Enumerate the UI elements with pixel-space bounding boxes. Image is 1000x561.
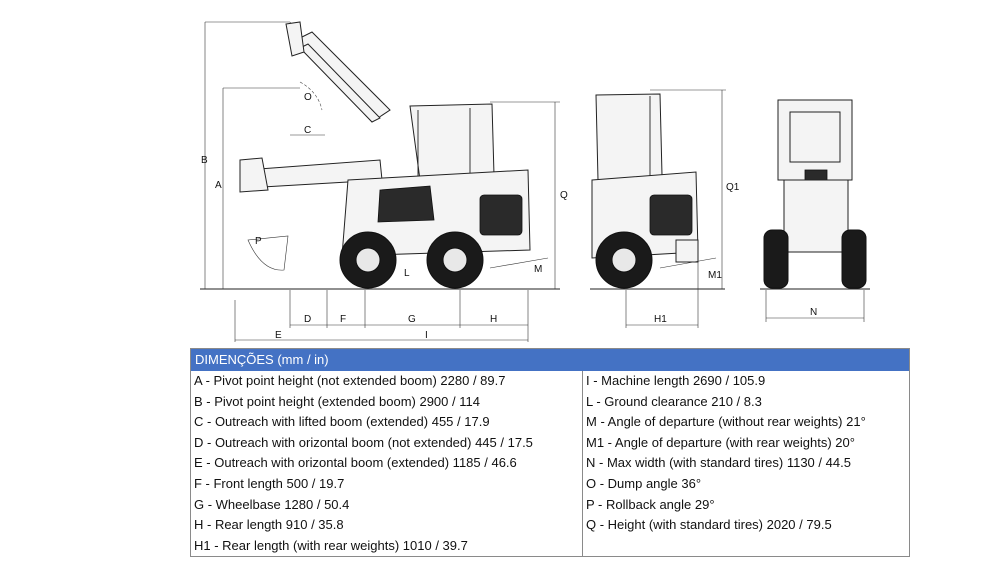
label-O: O xyxy=(304,92,312,103)
table-row: H1 - Rear length (with rear weights) 101… xyxy=(194,537,468,553)
table-body: A - Pivot point height (not extended boo… xyxy=(191,371,909,557)
table-row: C - Outreach with lifted boom (extended)… xyxy=(194,414,490,430)
rear-weight-view: Q1 M1 H1 xyxy=(590,89,740,328)
table-row: L - Ground clearance 210 / 8.3 xyxy=(586,393,762,409)
table-row: M1 - Angle of departure (with rear weigh… xyxy=(586,434,855,450)
label-E: E xyxy=(275,330,282,341)
label-A: A xyxy=(215,180,222,191)
label-M1: M1 xyxy=(708,270,722,281)
label-G: G xyxy=(408,314,416,325)
dimensions-table: DIMENÇÕES (mm / in) A - Pivot point heig… xyxy=(190,348,910,558)
table-row: F - Front length 500 / 19.7 xyxy=(194,475,345,491)
label-P: P xyxy=(255,236,262,247)
table-row: O - Dump angle 36° xyxy=(586,475,702,491)
label-N: N xyxy=(810,307,817,318)
label-M: M xyxy=(534,264,542,275)
table-row: N - Max width (with standard tires) 1130… xyxy=(586,455,851,471)
table-row: M - Angle of departure (without rear wei… xyxy=(586,414,866,430)
table-row: H - Rear length 910 / 35.8 xyxy=(194,517,344,533)
table-row: A - Pivot point height (not extended boo… xyxy=(194,373,506,388)
label-Q: Q xyxy=(560,190,568,201)
dimension-drawing: B A C O P Q M L D F G H E I Q1 M1 H1 xyxy=(200,21,870,342)
table-row: Q - Height (with standard tires) 2020 / … xyxy=(586,517,832,533)
table-row: D - Outreach with orizontal boom (not ex… xyxy=(194,434,533,450)
table-header: DIMENÇÕES (mm / in) xyxy=(191,349,909,371)
label-Q1: Q1 xyxy=(726,182,740,193)
label-I: I xyxy=(425,330,428,341)
side-view: B A C O P Q M L D F G H E I xyxy=(200,21,568,342)
table-column-left: A - Pivot point height (not extended boo… xyxy=(191,371,583,557)
table-column-right: I - Machine length 2690 / 105.9 L - Grou… xyxy=(583,371,909,556)
table-row: E - Outreach with orizontal boom (extend… xyxy=(194,455,517,471)
table-row: G - Wheelbase 1280 / 50.4 xyxy=(194,496,350,512)
label-D: D xyxy=(304,314,311,325)
table-row: I - Machine length 2690 / 105.9 xyxy=(586,373,766,388)
table-row: P - Rollback angle 29° xyxy=(586,496,715,512)
label-C: C xyxy=(304,125,311,136)
front-view: N xyxy=(760,99,870,322)
label-L: L xyxy=(404,268,410,279)
label-H: H xyxy=(490,314,497,325)
label-B: B xyxy=(201,155,208,166)
label-F: F xyxy=(340,314,346,325)
label-H1: H1 xyxy=(654,314,667,325)
table-row: B - Pivot point height (extended boom) 2… xyxy=(194,393,480,409)
